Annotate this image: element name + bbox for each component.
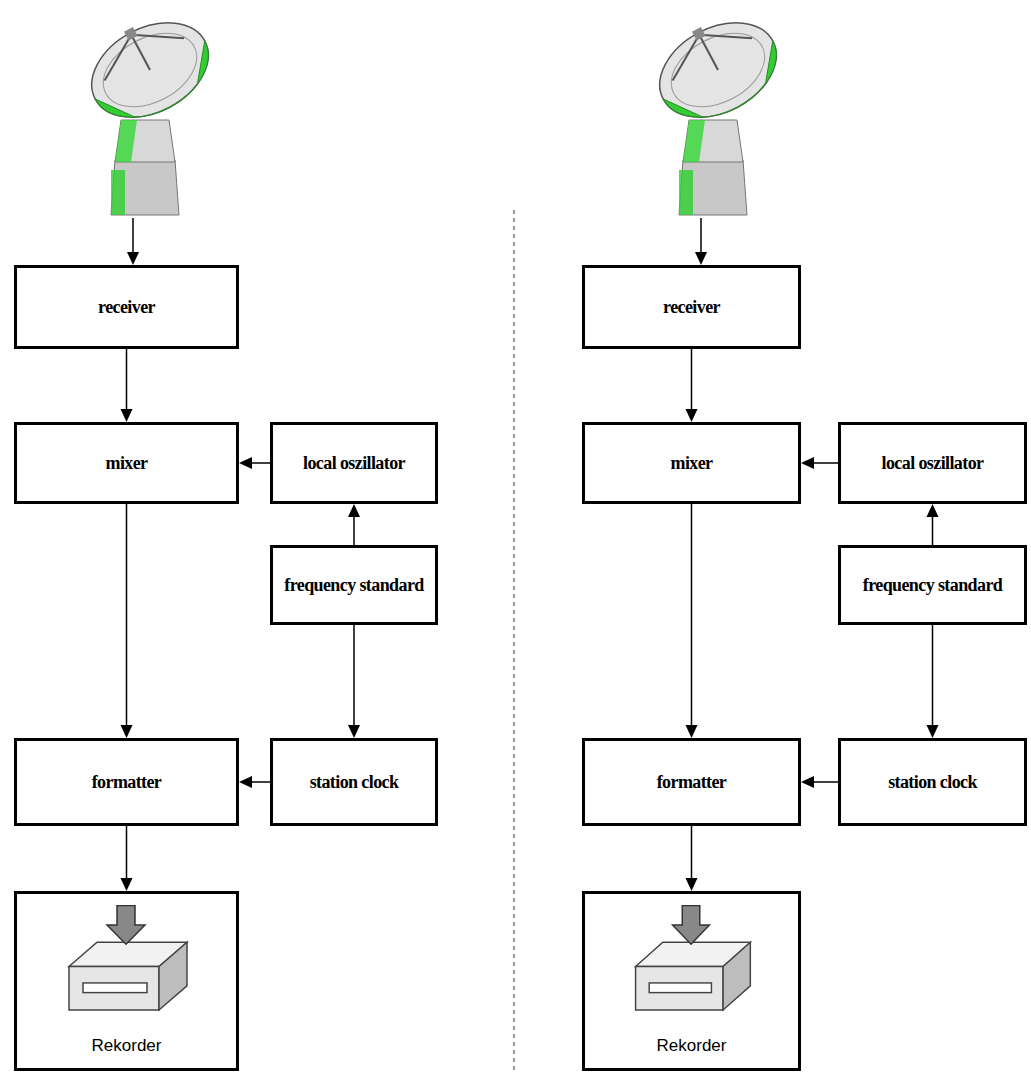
signal-arrow (239, 457, 270, 469)
process-box: local oszillator (270, 422, 438, 504)
signal-arrow (348, 625, 360, 738)
box-label: Rekorder (92, 1036, 162, 1056)
signal-arrow (121, 826, 133, 891)
box-label: frequency standard (863, 575, 1002, 596)
signal-arrow (686, 349, 698, 422)
signal-arrow (686, 504, 698, 738)
signal-arrow (239, 776, 270, 788)
box-label: mixer (106, 453, 148, 474)
process-box: station clock (270, 738, 438, 826)
signal-arrow (801, 457, 838, 469)
recorder-box: Rekorder (14, 891, 239, 1071)
process-box: receiver (582, 265, 801, 349)
process-box: receiver (14, 265, 239, 349)
signal-arrow (686, 826, 698, 891)
process-box: station clock (838, 738, 1027, 826)
box-label: formatter (657, 772, 727, 793)
process-box: formatter (14, 738, 239, 826)
box-label: Rekorder (657, 1036, 727, 1056)
box-label: station clock (310, 772, 399, 793)
box-label: mixer (671, 453, 713, 474)
signal-arrow (801, 776, 838, 788)
signal-arrow (348, 504, 360, 545)
process-box: frequency standard (270, 545, 438, 625)
signal-arrow (121, 349, 133, 422)
process-box: mixer (582, 422, 801, 504)
box-label: frequency standard (284, 575, 423, 596)
signal-arrow (927, 504, 939, 545)
box-label: local oszillator (303, 453, 405, 474)
process-box: formatter (582, 738, 801, 826)
box-label: formatter (92, 772, 162, 793)
box-label: local oszillator (882, 453, 984, 474)
signal-arrow (121, 504, 133, 738)
box-label: receiver (663, 297, 720, 318)
process-box: mixer (14, 422, 239, 504)
signal-arrow (927, 625, 939, 738)
process-box: local oszillator (838, 422, 1027, 504)
box-label: receiver (98, 297, 155, 318)
recorder-box: Rekorder (582, 891, 801, 1071)
box-label: station clock (888, 772, 977, 793)
process-box: frequency standard (838, 545, 1027, 625)
